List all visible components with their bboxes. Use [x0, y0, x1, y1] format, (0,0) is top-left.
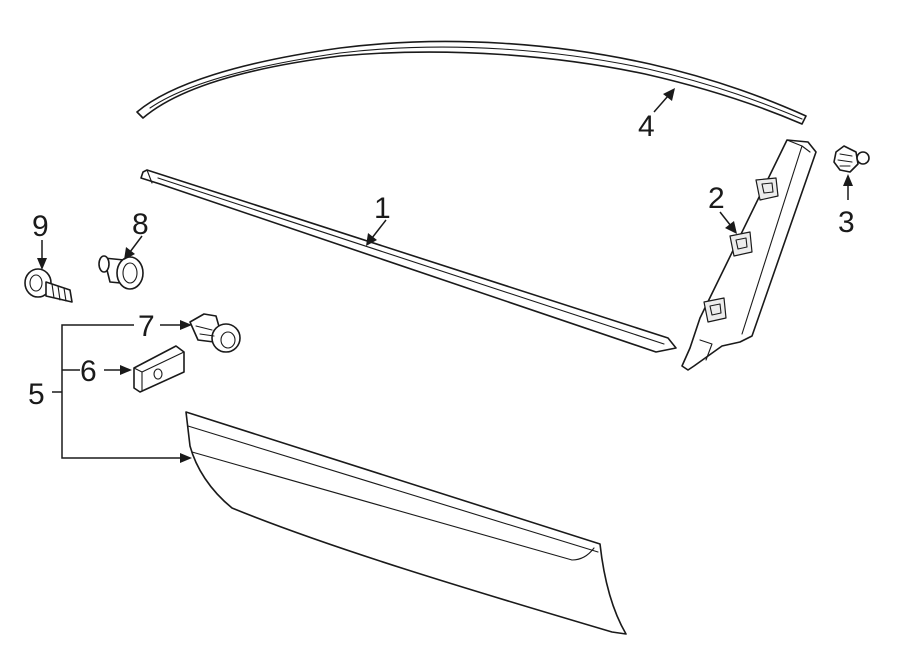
callout-6: 6 [80, 355, 97, 388]
callout-8: 8 [132, 208, 149, 241]
door-molding-part [185, 411, 627, 635]
callout-2: 2 [708, 182, 725, 215]
grommet-8-part [98, 255, 144, 290]
belt-molding-part [140, 169, 677, 353]
roof-molding-part [136, 40, 807, 125]
pillar-applique-part [681, 139, 817, 371]
callout-1: 1 [374, 192, 391, 225]
callout-4: 4 [638, 110, 655, 143]
callout-3: 3 [838, 206, 855, 239]
callout-9: 9 [32, 210, 49, 243]
screw-9-part [24, 268, 73, 303]
callout-7: 7 [138, 310, 155, 343]
clip-7-part [189, 313, 241, 353]
callout-5: 5 [28, 378, 45, 411]
bracket-6-part [133, 345, 185, 393]
clip-3-part [833, 145, 870, 173]
leader-lines [37, 88, 853, 463]
